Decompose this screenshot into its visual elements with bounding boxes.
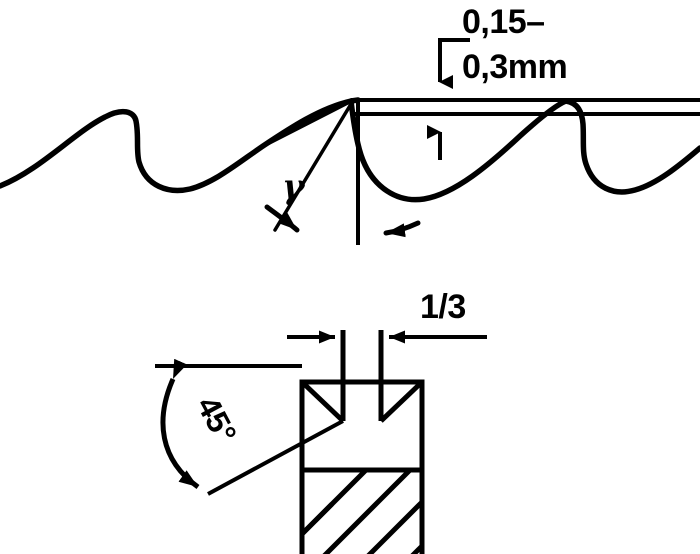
top-tooth-profile-group: 0,15– 0,3mm γ bbox=[0, 3, 700, 245]
tip-chamfer-dimension-line2: 0,3mm bbox=[462, 48, 567, 86]
chamfer-angle-label: 45° bbox=[190, 390, 244, 448]
bottom-cross-section-group: 1/3 45° bbox=[155, 288, 487, 554]
section-hatching bbox=[302, 470, 422, 554]
angle-arc-arrow bbox=[160, 358, 200, 490]
rake-angle-arrow-right bbox=[383, 220, 421, 238]
tip-chamfer-dimension-line1: 0,15– bbox=[462, 3, 545, 41]
angle-chamfer-extension bbox=[207, 419, 344, 496]
chamfer-width-label: 1/3 bbox=[420, 288, 466, 326]
rake-face-line bbox=[261, 99, 353, 148]
rake-angle-arrow-left bbox=[264, 204, 300, 233]
rake-face-extension-line bbox=[273, 102, 353, 232]
chamfer-right-line bbox=[379, 380, 424, 423]
rake-angle-symbol: γ bbox=[282, 167, 306, 207]
chamfer-left-line bbox=[300, 380, 345, 423]
